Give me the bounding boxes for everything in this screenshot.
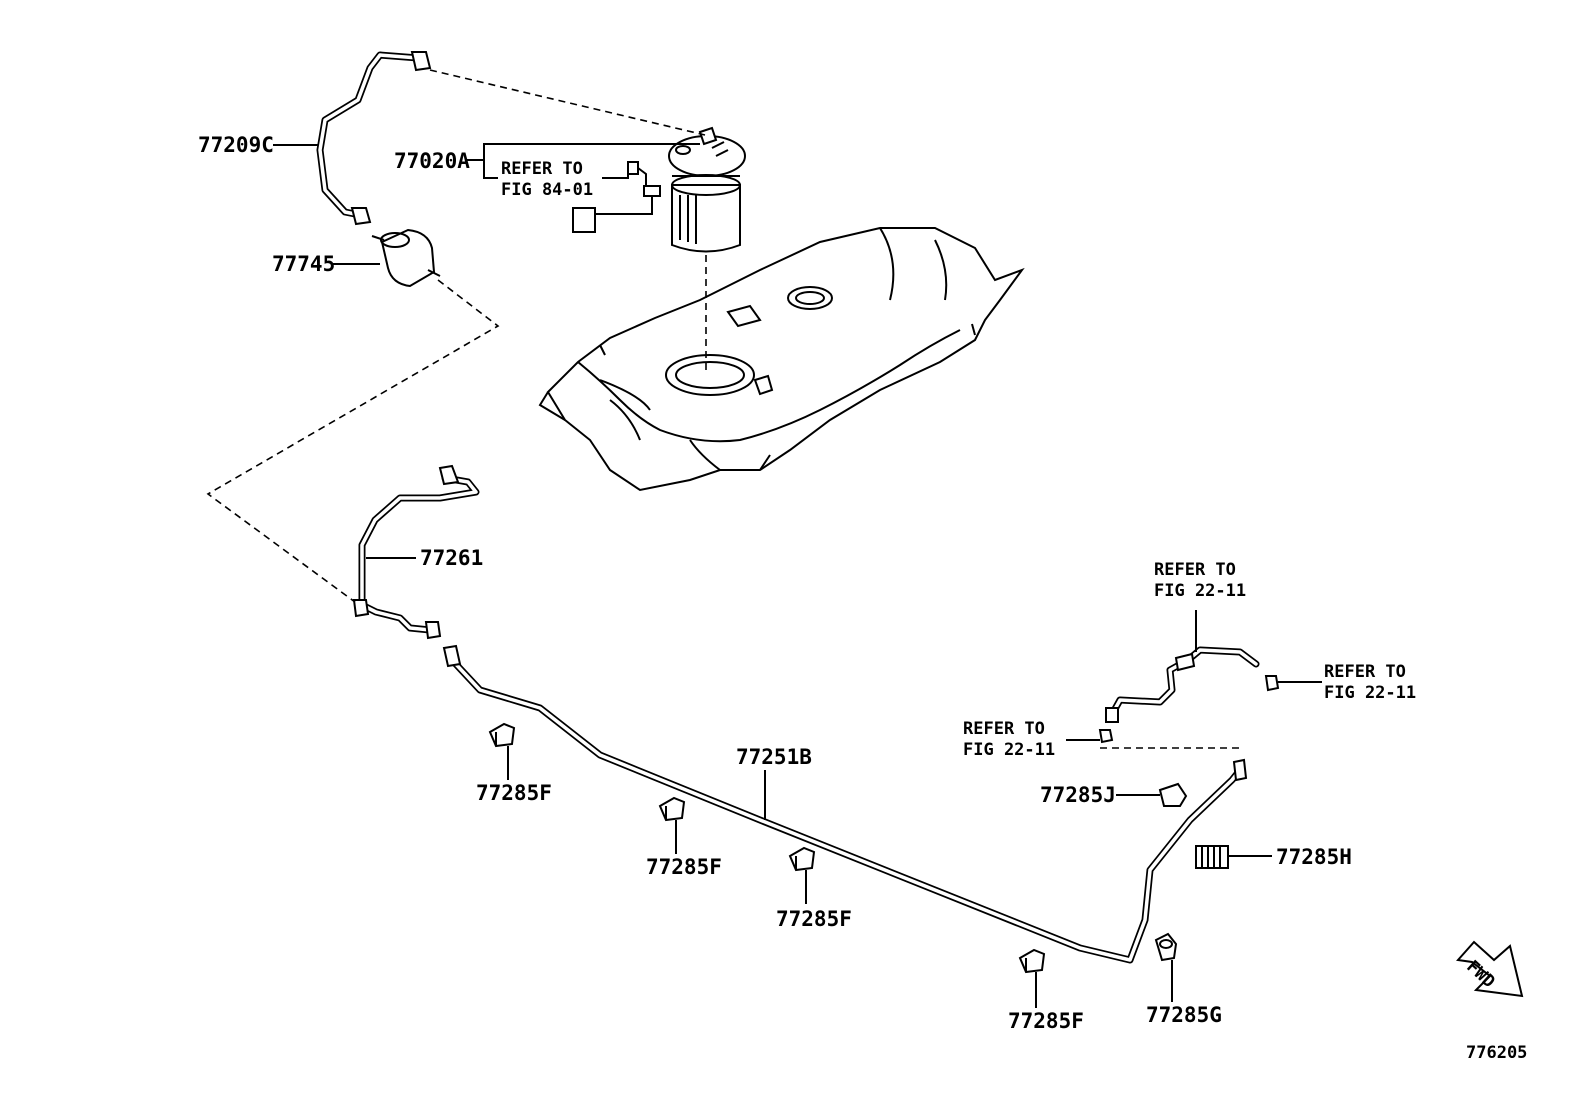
fuel-pump-assembly[interactable] (572, 126, 746, 253)
dashed-relations (206, 69, 1244, 749)
fuel-tank[interactable] (538, 227, 1025, 492)
fitting-ref-right[interactable] (1264, 675, 1280, 692)
clip-77285G[interactable] (1154, 932, 1178, 962)
clip-77285F-4[interactable] (1018, 948, 1046, 974)
fuel-filter[interactable] (371, 228, 441, 288)
label-77020A[interactable]: 77020A (394, 149, 470, 173)
vent-hose[interactable] (1105, 646, 1260, 723)
label-77285F-4[interactable]: 77285F (1008, 1009, 1084, 1033)
label-77209C[interactable]: 77209C (198, 133, 274, 157)
clip-77285F-2[interactable] (658, 796, 686, 822)
label-77285F-2[interactable]: 77285F (646, 855, 722, 879)
clip-77285H[interactable] (1195, 845, 1229, 869)
diagram-id: 776205 (1466, 1043, 1527, 1063)
refer-to-22-left-line2[interactable]: FIG 22-11 (963, 740, 1055, 760)
label-77285H[interactable]: 77285H (1276, 845, 1352, 869)
refer-to-22-top-line1[interactable]: REFER TO (1154, 560, 1236, 580)
fuel-tube-77251B[interactable] (442, 644, 1248, 964)
fuel-hose-77209C[interactable] (316, 51, 432, 226)
fuel-tube-77261[interactable] (352, 464, 480, 640)
refer-to-84-line2[interactable]: FIG 84-01 (501, 180, 593, 200)
label-77285J[interactable]: 77285J (1040, 783, 1116, 807)
label-77285G[interactable]: 77285G (1146, 1003, 1222, 1027)
clip-77285F-3[interactable] (788, 846, 816, 872)
refer-to-84-line1[interactable]: REFER TO (501, 159, 583, 179)
label-77261[interactable]: 77261 (420, 546, 483, 570)
label-77285F-3[interactable]: 77285F (776, 907, 852, 931)
clip-77285F-1[interactable] (488, 722, 516, 748)
label-77285F-1[interactable]: 77285F (476, 781, 552, 805)
label-77745[interactable]: 77745 (272, 252, 335, 276)
forward-arrow-icon: FWD (1456, 940, 1524, 998)
refer-to-22-top-line2[interactable]: FIG 22-11 (1154, 581, 1246, 601)
refer-to-22-right-line2[interactable]: FIG 22-11 (1324, 683, 1416, 703)
clip-77285J[interactable] (1158, 782, 1188, 807)
label-77251B[interactable]: 77251B (736, 745, 812, 769)
leader-lines (273, 143, 1322, 1008)
fitting-ref-left[interactable] (1098, 729, 1114, 744)
filler-opening (787, 286, 833, 310)
refer-to-22-left-line1[interactable]: REFER TO (963, 719, 1045, 739)
refer-to-22-right-line1[interactable]: REFER TO (1324, 662, 1406, 682)
